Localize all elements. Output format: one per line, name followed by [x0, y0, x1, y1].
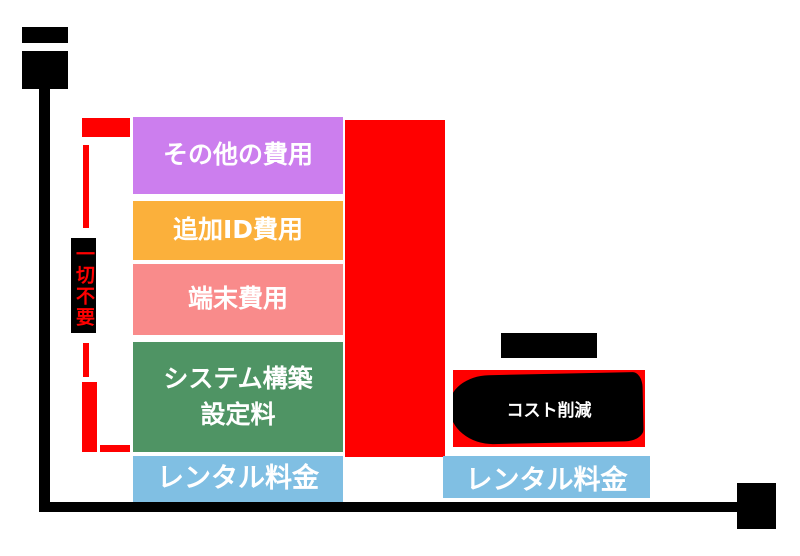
segment-additional-id-costs-label: 追加ID費用: [172, 215, 304, 245]
y-axis-line: [39, 89, 50, 512]
red-emphasis-column: [345, 120, 445, 457]
bracket-upper-line: [83, 145, 89, 228]
bracket-top-arm: [82, 118, 130, 137]
cost-reduction-box: コスト削減: [453, 370, 645, 447]
segment-system-setup-fee-label-line2: 設定料: [200, 400, 276, 429]
segment-rental-fee-right: レンタル料金: [443, 456, 650, 498]
bracket-lower-bar: [82, 382, 97, 452]
cost-reduction-label: コスト削減: [506, 401, 592, 421]
bracket-lower-line: [83, 343, 89, 377]
segment-rental-fee-right-label: レンタル料金: [465, 464, 628, 496]
segment-terminal-costs-label: 端末費用: [187, 284, 288, 314]
bracket-label: 一切不要: [71, 238, 96, 333]
bracket-foot: [100, 445, 130, 452]
x-axis-arrow-head: [737, 483, 776, 529]
segment-other-costs-label: その他の費用: [162, 140, 313, 170]
segment-system-setup-fee-label-line1: システム構築: [163, 363, 313, 393]
y-axis-arrow-head: [22, 51, 68, 89]
y-axis-arrow-cap: [22, 27, 68, 43]
segment-additional-id-costs: 追加ID費用: [133, 201, 343, 260]
segment-system-setup-fee: システム構築 設定料: [133, 342, 343, 452]
x-axis-line: [39, 502, 737, 512]
segment-rental-fee-left-label: レンタル料金: [157, 463, 319, 495]
segment-rental-fee-left: レンタル料金: [133, 456, 343, 502]
cost-reduction-indicator-bar: [501, 333, 597, 358]
segment-other-costs: その他の費用: [133, 117, 343, 194]
segment-terminal-costs: 端末費用: [133, 264, 343, 335]
